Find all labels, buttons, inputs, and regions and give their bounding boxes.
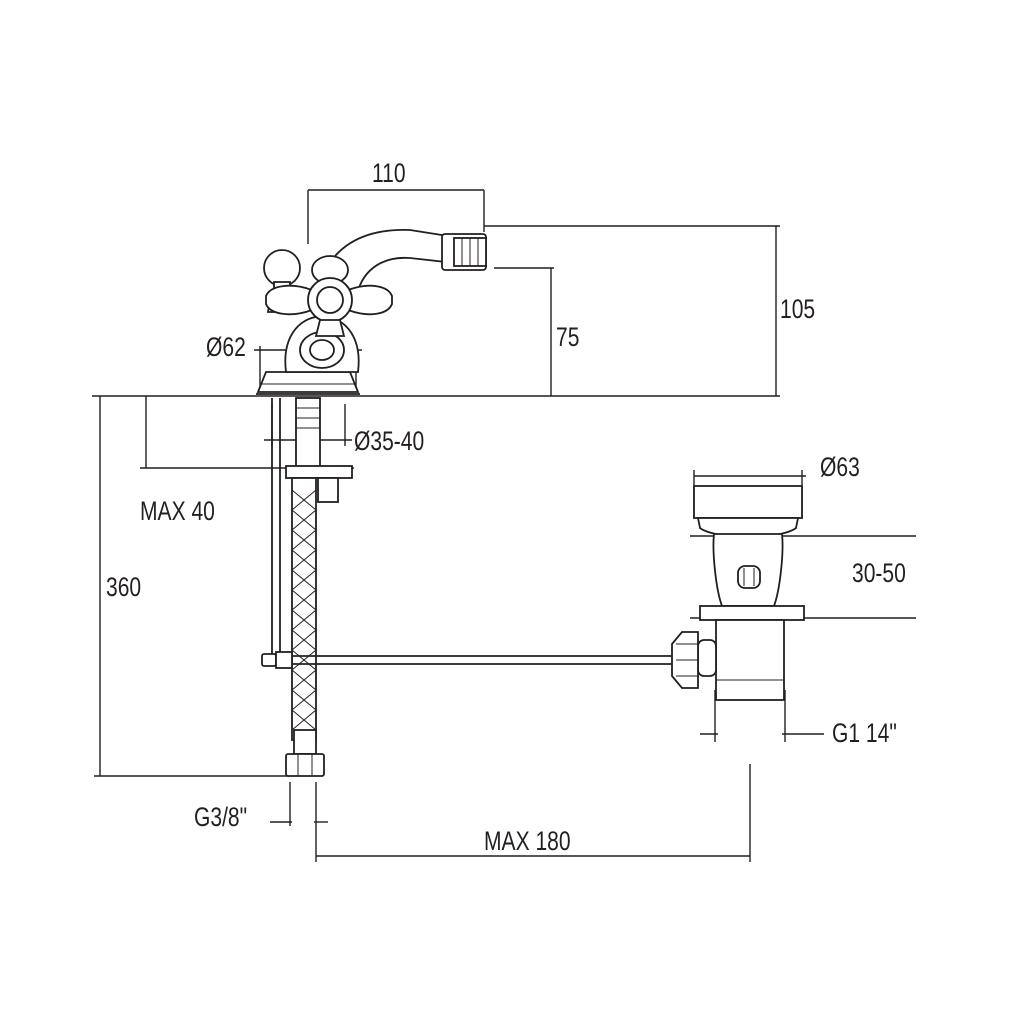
dim-waste-head-diameter: Ø63 — [820, 453, 860, 483]
dim-hole-diameter: Ø35-40 — [354, 427, 424, 457]
dim-waste-thread: G1 14" — [832, 719, 897, 749]
pop-up-waste — [671, 485, 805, 701]
dimension-labels: 110 105 75 Ø62 Ø35-40 MAX 40 360 Ø63 30-… — [106, 159, 906, 857]
dim-inlet-thread: G3/8" — [194, 803, 247, 833]
dim-max-rod-length: MAX 180 — [484, 827, 571, 857]
dim-base-diameter: Ø62 — [206, 333, 246, 363]
dim-max-deck-thickness: MAX 40 — [140, 497, 215, 527]
dim-total-height: 105 — [780, 295, 815, 325]
dim-spout-height: 75 — [556, 323, 579, 353]
mixer-body — [256, 229, 487, 395]
dim-hose-length: 360 — [106, 573, 141, 603]
dim-waste-thickness-range: 30-50 — [852, 559, 906, 589]
dim-spout-reach: 110 — [372, 159, 406, 189]
under-deck-assembly — [261, 397, 672, 777]
